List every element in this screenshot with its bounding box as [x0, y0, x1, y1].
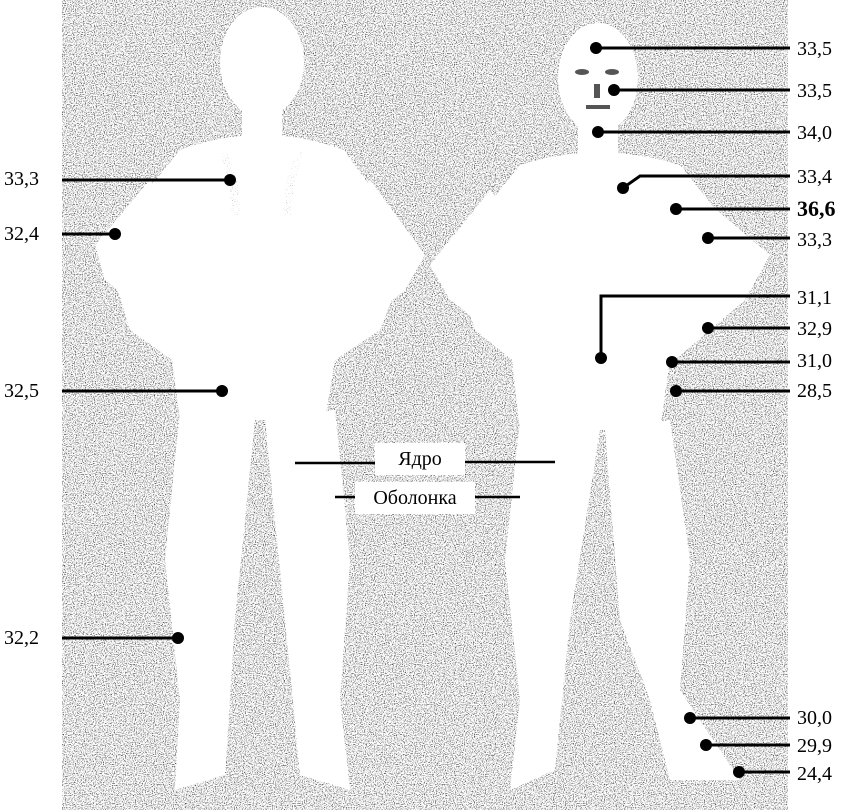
label-cheek: 33,5 [797, 80, 832, 102]
label-back-hip: 32,5 [4, 380, 39, 402]
marker-dot-cheek [608, 84, 620, 96]
label-toe: 24,4 [797, 763, 832, 785]
marker-dot-toe [733, 766, 745, 778]
label-back-upper-arm: 32,4 [4, 223, 39, 245]
marker-dot-back-upper-arm [109, 228, 121, 240]
legend-core-label: Ядро [398, 448, 442, 470]
label-upper-arm: 33,3 [797, 229, 832, 251]
marker-dot-back-calf [172, 632, 184, 644]
label-chest: 33,4 [797, 166, 832, 188]
marker-dot-back-hip [216, 385, 228, 397]
marker-dot-upper-arm [702, 232, 714, 244]
label-hand: 28,5 [797, 380, 832, 402]
marker-dot-foot [700, 739, 712, 751]
marker-dot-chest [617, 182, 629, 194]
label-abdomen: 31,1 [797, 287, 832, 309]
legend-shell-label: Оболонка [373, 487, 456, 509]
label-back-chest: 33,3 [4, 168, 39, 190]
label-forearm: 32,9 [797, 318, 832, 340]
label-neck: 34,0 [797, 122, 832, 144]
marker-dot-hand [670, 385, 682, 397]
marker-dot-abdomen [595, 352, 607, 364]
legend-shell: Оболонка [355, 482, 475, 514]
label-forehead: 33,5 [797, 38, 832, 60]
marker-dot-forearm [702, 322, 714, 334]
label-armpit: 36,6 [797, 198, 836, 220]
marker-dot-wrist [666, 356, 678, 368]
marker-dot-armpit [670, 203, 682, 215]
marker-dot-back-chest [224, 174, 236, 186]
label-foot: 29,9 [797, 735, 832, 757]
label-wrist: 31,0 [797, 350, 832, 372]
label-ankle: 30,0 [797, 707, 832, 729]
marker-dot-forehead [590, 42, 602, 54]
legend-core: Ядро [375, 443, 465, 475]
label-back-calf: 32,2 [4, 627, 39, 649]
marker-dot-ankle [684, 712, 696, 724]
marker-dot-neck [592, 126, 604, 138]
